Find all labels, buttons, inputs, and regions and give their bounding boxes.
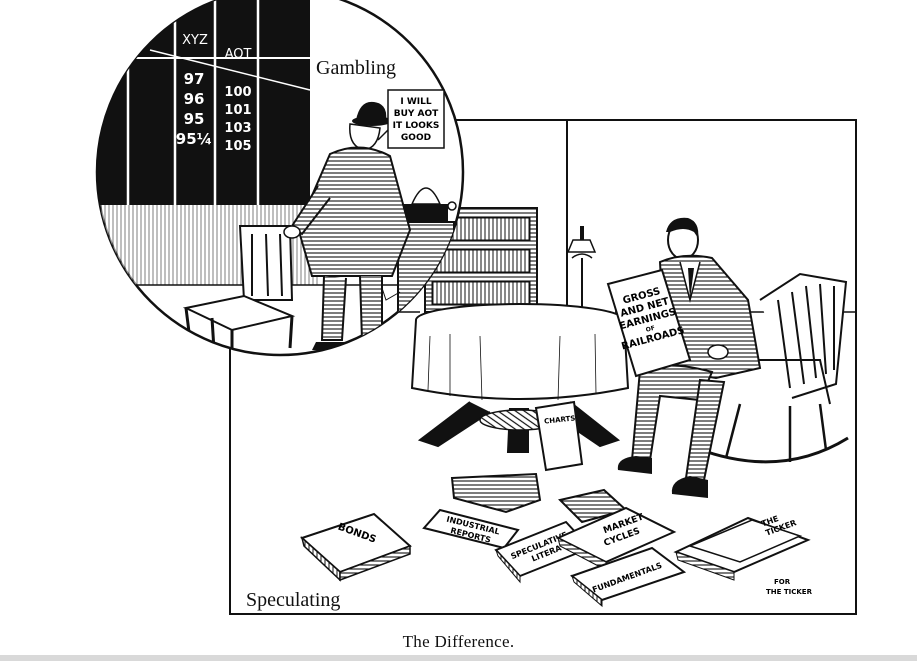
signature-line-1: FOR	[774, 578, 791, 586]
board-column-xyz: XYZ	[182, 33, 208, 48]
speech-line-1: I WILL	[400, 97, 431, 107]
artist-signature: FOR THE TICKER	[766, 578, 813, 596]
xyz-value-1: 97	[184, 70, 205, 88]
cartoon-caption: The Difference.	[402, 632, 515, 651]
xyz-value-3: 95	[184, 110, 205, 128]
floor-documents: BONDS INDUSTRIAL REPORTS SPECULATIVE LIT…	[300, 472, 811, 608]
xyz-value-4: 95¼	[176, 130, 212, 148]
rocking-chair	[695, 272, 849, 464]
speech-bubble: I WILL BUY AOT IT LOOKS GOOD	[377, 89, 445, 149]
speech-line-4: GOOD	[401, 133, 431, 143]
bookcase	[424, 207, 538, 313]
aot-value-1: 100	[224, 85, 251, 100]
bottom-bar	[0, 655, 917, 661]
speech-line-2: BUY AOT	[394, 109, 439, 119]
newspaper-line-4: OF	[645, 325, 656, 334]
charts-book: CHARTS	[534, 400, 584, 472]
xyz-value-2: 96	[184, 90, 205, 108]
speech-line-3: IT LOOKS	[393, 121, 440, 131]
charts-label: CHARTS	[544, 414, 576, 425]
board-column-aot: AOT	[225, 47, 252, 62]
signature-line-2: THE TICKER	[766, 588, 813, 596]
aot-value-3: 103	[224, 121, 251, 136]
market-cycles: MARKET CYCLES	[555, 506, 677, 571]
speculating-title: Speculating	[246, 589, 340, 611]
newspaper: GROSS AND NET EARNINGS OF RAILROADS	[606, 268, 692, 378]
fundamentals: FUNDAMENTALS	[569, 546, 687, 608]
gambling-title: Gambling	[316, 57, 396, 79]
the-ticker: THE TICKER	[673, 514, 811, 581]
wooden-chair	[182, 225, 296, 351]
aot-value-2: 101	[224, 103, 251, 118]
quotation-board: XYZ AOT 97 96 95 95¼ 100 101 103 105	[97, 0, 311, 205]
bonds-book: BONDS	[300, 512, 412, 582]
aot-value-4: 105	[224, 139, 251, 154]
speculating-panel: CHARTS	[229, 119, 857, 615]
gambling-panel: XYZ AOT 97 96 95 95¼ 100 101 103 105	[95, 0, 465, 357]
table	[410, 303, 630, 453]
dark-folder	[450, 472, 542, 514]
